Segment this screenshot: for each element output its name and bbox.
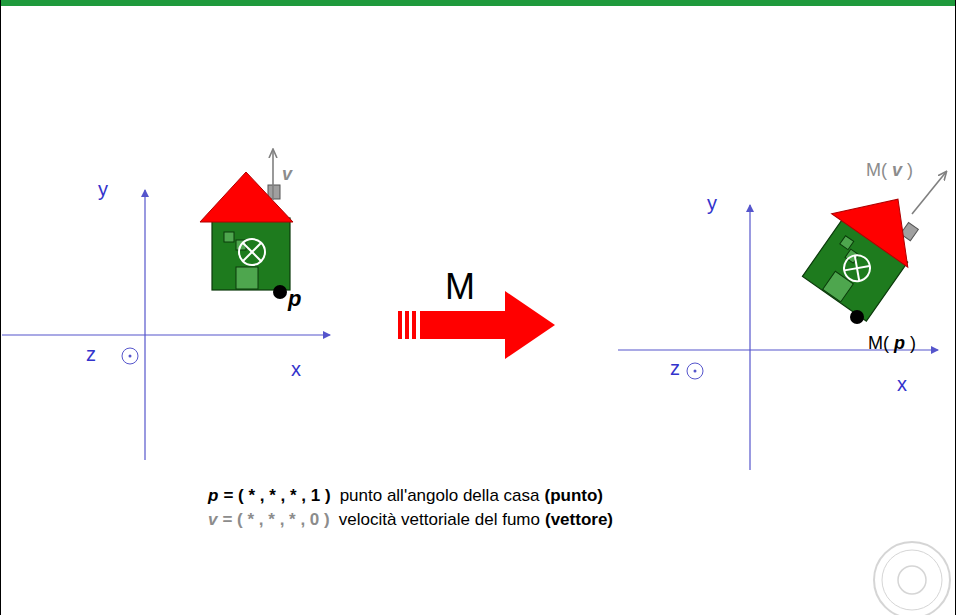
label-group: v	[282, 164, 292, 185]
transform-label: M	[445, 266, 475, 307]
axis-label: x	[291, 358, 301, 380]
vector-label: M(	[866, 160, 887, 180]
vector-label: v	[282, 164, 292, 184]
note-text: = ( * , * , * , 0 )	[222, 510, 329, 529]
label-group: M	[445, 266, 475, 307]
label-group: M(p)	[868, 333, 916, 354]
label-group: v = ( * , * , * , 0 ) velocità vettoriale …	[208, 510, 613, 530]
label-group: y	[98, 178, 108, 201]
label-group: p	[288, 286, 301, 311]
axis-label: z	[670, 357, 680, 379]
note-text: punto all'angolo della casa	[340, 486, 540, 505]
note-text: v	[208, 510, 217, 529]
note-text: velocità vettoriale del fumo	[339, 510, 540, 529]
label-group: p = ( * , * , * , 1 ) punto all'angolo del…	[208, 486, 603, 506]
point-label: p	[288, 286, 301, 311]
note-text: (punto)	[544, 486, 603, 505]
axis-label: x	[897, 373, 907, 395]
note-text: p	[208, 486, 218, 505]
axis-label: y	[707, 192, 717, 214]
point-label: )	[910, 333, 916, 353]
axis-label: y	[98, 178, 108, 200]
label-group: z	[86, 343, 96, 366]
label-group: y	[707, 192, 717, 215]
note-text: = ( * , * , * , 1 )	[223, 486, 330, 505]
label-group: M(v)	[866, 160, 913, 181]
label-group: x	[291, 358, 301, 381]
vector-label: v	[892, 160, 902, 180]
axis-label: z	[86, 343, 96, 365]
note-text: (vettore)	[545, 510, 613, 529]
point-label: M(	[868, 333, 889, 353]
vector-label: )	[907, 160, 913, 180]
label-group: z	[670, 357, 680, 380]
point-label: p	[894, 333, 905, 353]
label-group: x	[897, 373, 907, 396]
